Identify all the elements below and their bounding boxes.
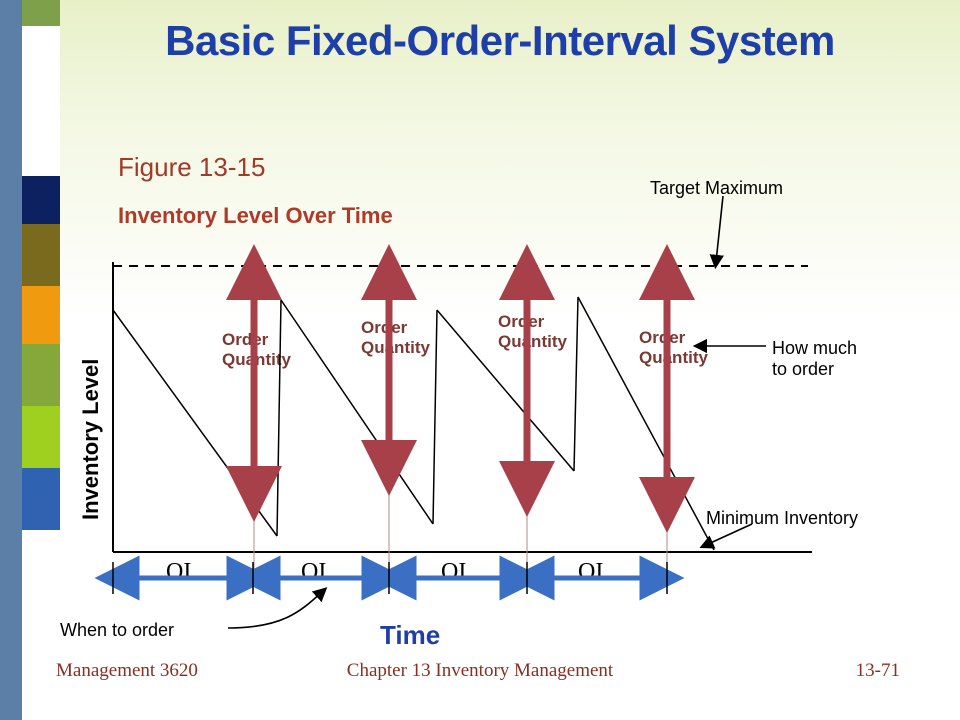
order-quantity-label-2-line1: Order xyxy=(361,318,408,337)
interval-label-4: OI xyxy=(578,559,604,585)
order-quantity-label-1: Order Quantity xyxy=(222,330,291,371)
annotation-target-maximum: Target Maximum xyxy=(650,178,784,198)
left-bar-segment-white-bottom xyxy=(22,530,60,720)
annotation-when-to-order: When to order xyxy=(60,620,175,640)
left-decorative-bars xyxy=(0,0,60,720)
leader-when-to-order xyxy=(227,587,328,629)
order-quantity-label-3-line1: Order xyxy=(498,312,545,331)
left-bar-segment-blue xyxy=(22,468,60,530)
footer-page-number: 13-71 xyxy=(855,660,900,681)
left-bar-segment-olive xyxy=(22,224,60,286)
inventory-replenish-2 xyxy=(432,309,438,525)
left-bar-strip xyxy=(0,0,22,720)
x-axis-label: Time xyxy=(380,620,441,650)
interval-label-1: OI xyxy=(166,559,192,585)
left-bar-segment-navy xyxy=(22,176,60,224)
order-quantity-label-4-line1: Order xyxy=(639,328,686,347)
annotation-how-much-to-order: How much to order xyxy=(772,338,857,379)
inventory-replenish-3 xyxy=(573,296,579,472)
annotation-how-much-to-order-line1: How much xyxy=(772,338,858,358)
left-bar-segment-white xyxy=(22,26,60,176)
page-title: Basic Fixed-Order-Interval System xyxy=(165,17,835,64)
order-quantity-label-2: Order Quantity xyxy=(361,318,430,359)
y-axis-label: Inventory Level xyxy=(78,358,103,520)
slide-footer: Management 3620 Chapter 13 Inventory Man… xyxy=(0,660,960,696)
annotation-minimum-inventory: Minimum Inventory xyxy=(706,508,859,528)
order-quantity-label-4-line2: Quantity xyxy=(639,348,708,368)
figure-label: Figure 13-15 xyxy=(118,152,266,182)
annotation-how-much-to-order-line2: to order xyxy=(772,358,835,379)
order-quantity-label-1-line2: Quantity xyxy=(222,350,291,370)
order-quantity-label-4: Order Quantity xyxy=(639,328,708,369)
chart-subtitle: Inventory Level Over Time xyxy=(118,203,393,228)
order-quantity-label-3: Order Quantity xyxy=(498,312,567,353)
interval-label-3: OI xyxy=(441,559,467,585)
left-bar-segment-green xyxy=(22,344,60,406)
left-bar-segment-orange xyxy=(22,286,60,344)
footer-chapter: Chapter 13 Inventory Management xyxy=(346,660,614,681)
left-bar-segment-lime xyxy=(22,406,60,468)
interval-label-2: OI xyxy=(301,559,327,585)
leader-target-maximum xyxy=(709,195,724,270)
order-quantity-label-2-line2: Quantity xyxy=(361,338,430,358)
order-quantity-label-3-line2: Quantity xyxy=(498,332,567,352)
order-quantity-label-1-line1: Order xyxy=(222,330,269,349)
footer-course: Management 3620 xyxy=(56,660,198,681)
left-bar-segment-green-top xyxy=(22,0,60,26)
